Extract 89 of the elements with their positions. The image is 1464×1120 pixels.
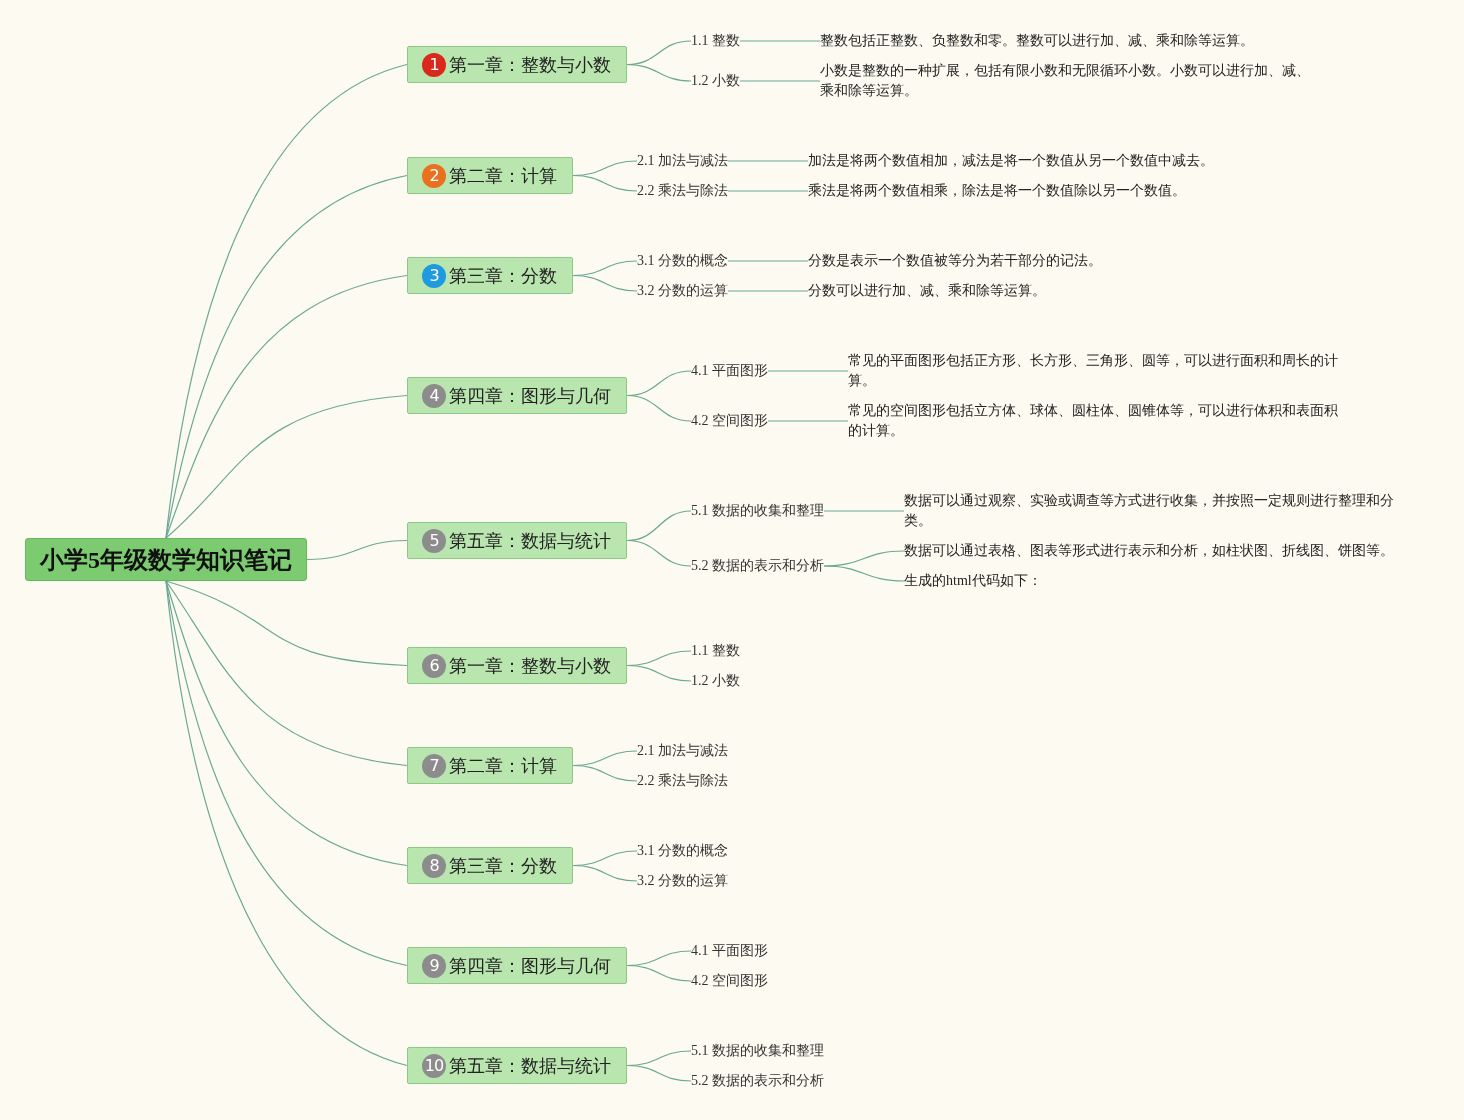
topic-title: 第五章：数据与统计 <box>449 528 611 553</box>
number-badge: 1 <box>422 52 446 77</box>
note-text: 分数可以进行加、减、乘和除等运算。 <box>808 281 1046 301</box>
topic-box <box>407 257 573 294</box>
number-badge: 10 <box>422 1053 446 1078</box>
subtopic-label: 1.2 小数 <box>691 72 740 90</box>
number-badge: 2 <box>422 163 446 188</box>
topic-box <box>407 377 627 414</box>
subtopic-label: 4.1 平面图形 <box>691 362 768 380</box>
subtopic-label: 5.1 数据的收集和整理 <box>691 502 824 520</box>
branch-line <box>767 370 849 372</box>
branch-line <box>165 63 408 539</box>
subtopic-label: 2.1 加法与减法 <box>637 152 728 170</box>
branch-line <box>626 964 692 982</box>
topic-title: 第四章：图形与几何 <box>449 383 611 408</box>
branch-line <box>626 63 692 82</box>
subtopic-label: 2.2 乘法与除法 <box>637 772 728 790</box>
note-text: 小数是整数的一种扩展，包括有限小数和无限循环小数。小数可以进行加、减、乘和除等运算。 <box>820 61 1313 101</box>
subtopic-label: 5.2 数据的表示和分析 <box>691 557 824 575</box>
branch-line <box>306 539 408 561</box>
branch-line <box>727 160 809 162</box>
note-text: 数据可以通过观察、实验或调查等方式进行收集，并按照一定规则进行整理和分类。 <box>904 491 1397 531</box>
subtopic-label: 4.2 空间图形 <box>691 412 768 430</box>
branch-line <box>572 174 638 192</box>
branch-line <box>165 580 408 667</box>
topic-title: 第五章：数据与统计 <box>449 1053 611 1078</box>
subtopic-label: 5.1 数据的收集和整理 <box>691 1042 824 1060</box>
branch-line <box>626 539 692 567</box>
branch-line <box>739 80 821 82</box>
central-topic-box: 小学5年级数学知识笔记 <box>25 538 307 581</box>
branch-line <box>572 274 638 292</box>
topic-box <box>407 157 573 194</box>
branch-line <box>823 510 905 512</box>
note-text: 乘法是将两个数值相乘，除法是将一个数值除以另一个数值。 <box>808 181 1186 201</box>
branch-line <box>739 40 821 42</box>
branch-line <box>727 190 809 192</box>
topic-box <box>407 947 627 984</box>
topic-title: 第三章：分数 <box>449 853 557 878</box>
topic-title: 第三章：分数 <box>449 263 557 288</box>
topic-box <box>407 747 573 784</box>
subtopic-label: 4.1 平面图形 <box>691 942 768 960</box>
branch-line <box>165 394 408 539</box>
number-badge: 3 <box>422 263 446 288</box>
subtopic-label: 3.1 分数的概念 <box>637 842 728 860</box>
note-text: 数据可以通过表格、图表等形式进行表示和分析，如柱状图、折线图、饼图等。 <box>904 541 1394 561</box>
subtopic-label: 2.1 加法与减法 <box>637 742 728 760</box>
subtopic-label: 3.2 分数的运算 <box>637 872 728 890</box>
branch-line <box>165 580 408 1067</box>
subtopic-label: 3.2 分数的运算 <box>637 282 728 300</box>
note-text: 分数是表示一个数值被等分为若干部分的记法。 <box>808 251 1102 271</box>
subtopic-label: 4.2 空间图形 <box>691 972 768 990</box>
subtopic-label: 1.1 整数 <box>691 32 740 50</box>
subtopic-label: 3.1 分数的概念 <box>637 252 728 270</box>
branch-line <box>727 260 809 262</box>
subtopic-label: 1.2 小数 <box>691 672 740 690</box>
topic-box <box>407 647 627 684</box>
note-text: 生成的html代码如下： <box>904 571 1042 591</box>
note-text: 加法是将两个数值相加，减法是将一个数值从另一个数值中减去。 <box>808 151 1214 171</box>
branch-line <box>165 274 408 539</box>
number-badge: 5 <box>422 528 446 553</box>
branch-line <box>727 290 809 292</box>
branch-line <box>823 565 905 582</box>
branch-line <box>165 580 408 767</box>
branch-line <box>626 664 692 682</box>
number-badge: 4 <box>422 383 446 408</box>
number-badge: 6 <box>422 653 446 678</box>
number-badge: 7 <box>422 753 446 778</box>
branch-line <box>572 764 638 782</box>
topic-title: 第一章：整数与小数 <box>449 653 611 678</box>
topic-box <box>407 1047 627 1084</box>
branch-line <box>626 394 692 422</box>
branch-line <box>572 864 638 882</box>
branch-line <box>626 1064 692 1082</box>
topic-box <box>407 847 573 884</box>
note-text: 常见的平面图形包括正方形、长方形、三角形、圆等，可以进行面积和周长的计算。 <box>848 351 1341 391</box>
note-text: 常见的空间图形包括立方体、球体、圆柱体、圆锥体等，可以进行体积和表面积的计算。 <box>848 401 1341 441</box>
subtopic-label: 2.2 乘法与除法 <box>637 182 728 200</box>
number-badge: 9 <box>422 953 446 978</box>
branch-line <box>767 420 849 422</box>
topic-box <box>407 46 627 83</box>
topic-title: 第四章：图形与几何 <box>449 953 611 978</box>
note-text: 整数包括正整数、负整数和零。整数可以进行加、减、乘和除等运算。 <box>820 31 1254 51</box>
subtopic-label: 5.2 数据的表示和分析 <box>691 1072 824 1090</box>
topic-box <box>407 522 627 559</box>
subtopic-label: 1.1 整数 <box>691 642 740 660</box>
number-badge: 8 <box>422 853 446 878</box>
topic-title: 第一章：整数与小数 <box>449 52 611 77</box>
topic-title: 第二章：计算 <box>449 163 557 188</box>
topic-title: 第二章：计算 <box>449 753 557 778</box>
